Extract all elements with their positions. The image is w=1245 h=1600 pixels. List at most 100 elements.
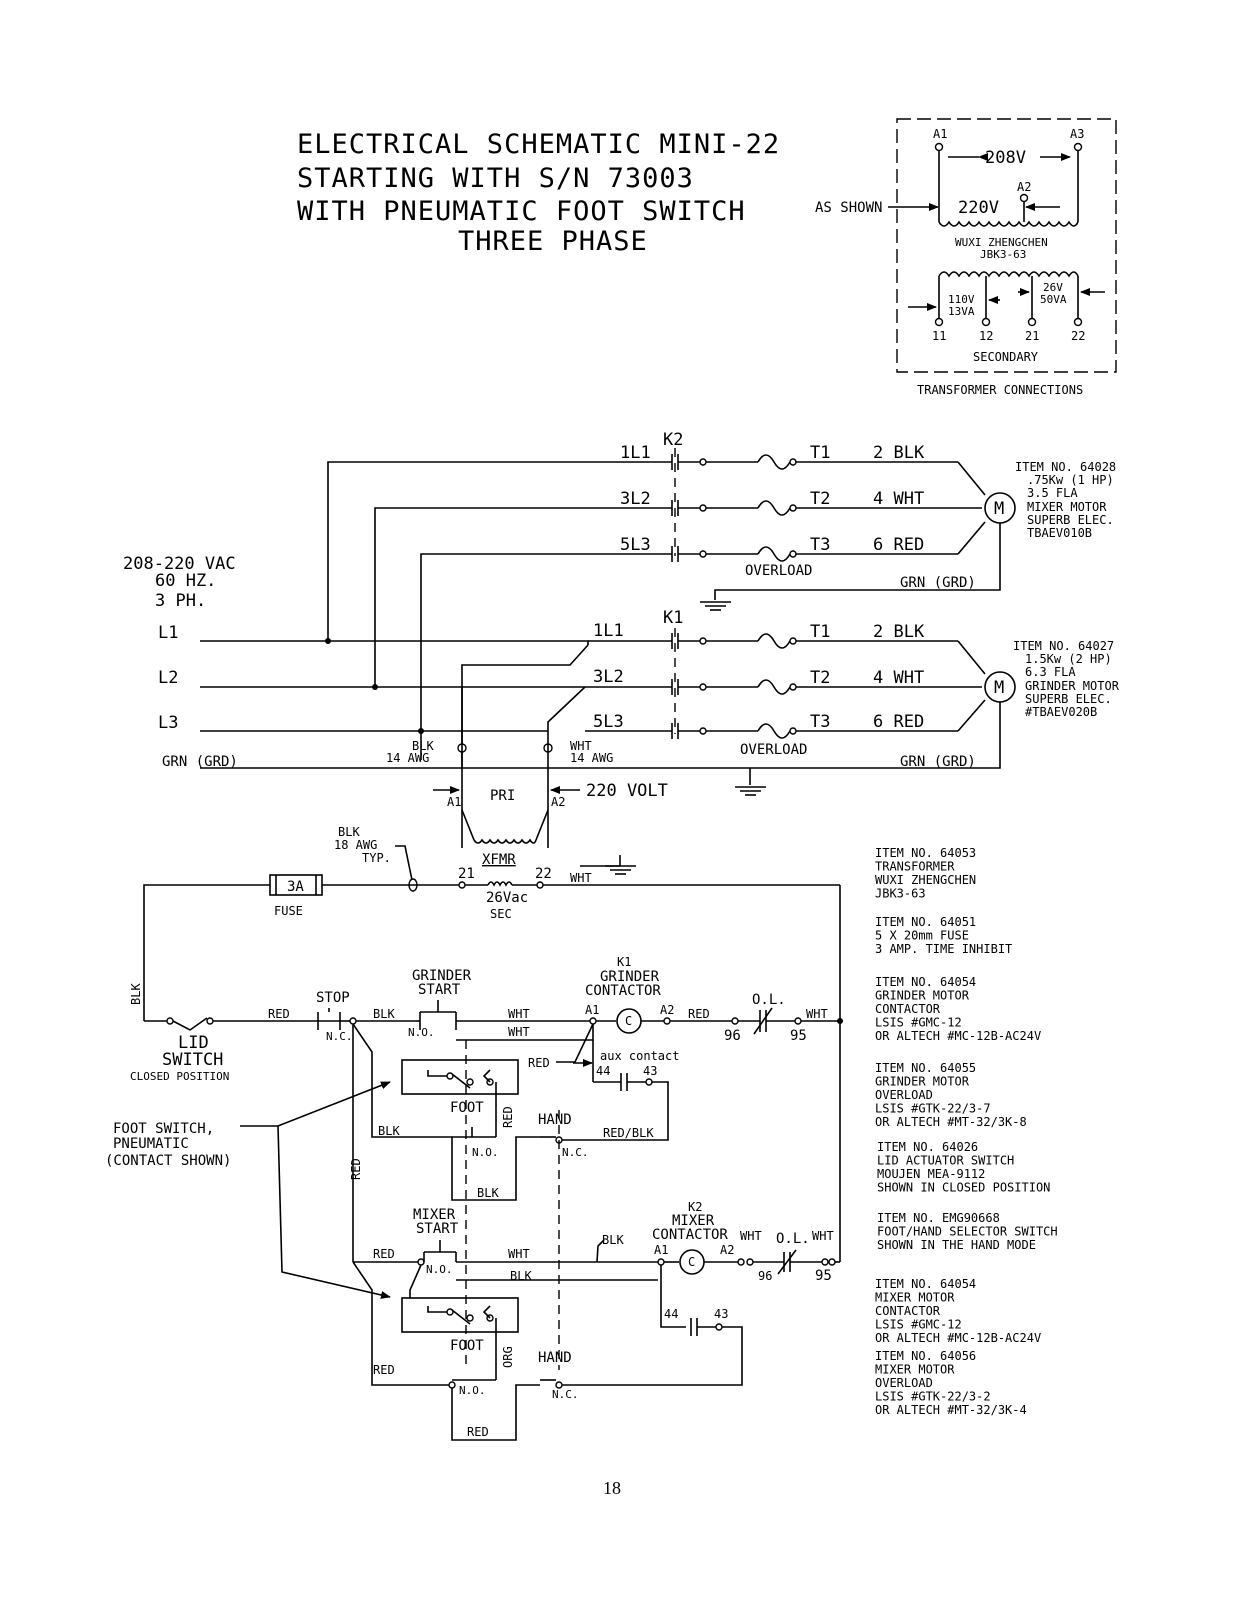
- ol1-slash: [753, 1007, 773, 1035]
- foot-switch-label-2: PNEUMATIC: [113, 1136, 189, 1152]
- ctl-blk-note: BLK: [338, 825, 360, 839]
- mfs-term-2: [466, 1314, 474, 1322]
- tb-a1: A1: [933, 127, 947, 141]
- mixer-t2: T2: [810, 489, 830, 509]
- item-note-3-line-1: GRINDER MOTOR: [875, 1075, 970, 1089]
- title-line-4: THREE PHASE: [458, 226, 648, 257]
- gfs-no: N.O.: [472, 1146, 499, 1159]
- item-note-6-line-0: ITEM NO. 64054: [875, 1277, 976, 1291]
- aux-43-term: [645, 1078, 653, 1086]
- hand-label-2: HAND: [538, 1350, 572, 1366]
- grinder-t3-lead: [957, 699, 986, 732]
- mfs-lead: [427, 1306, 447, 1313]
- overload-heater-2: [757, 500, 791, 516]
- stop-label: STOP: [316, 990, 350, 1006]
- rail-junction-1: [837, 1018, 843, 1024]
- main-power-wiring: [200, 461, 992, 769]
- aux-label: aux contact: [600, 1049, 679, 1063]
- mixer-phase-1l1: 1L1: [620, 443, 651, 463]
- mixer-t1: T1: [810, 443, 830, 463]
- gfs-blade: [451, 1073, 471, 1089]
- k1-coil-c: C: [625, 1014, 632, 1028]
- xfmr-right-taper: [535, 809, 549, 841]
- ol2-95-term: [821, 1258, 829, 1266]
- mixer-foot-switch-box: [401, 1297, 519, 1333]
- item-note-6-line-3: LSIS #GMC-12: [875, 1318, 962, 1332]
- mixer-power-circuit: K2 1L1 3L2 5L3 T1 T2: [615, 430, 1116, 611]
- k2-a2: A2: [720, 1243, 734, 1257]
- stop-blk: BLK: [373, 1007, 395, 1021]
- mfs-red-left: [371, 1298, 449, 1386]
- mixer-phase-5l3: 5L3: [620, 535, 651, 555]
- item-note-0-line-1: TRANSFORMER: [875, 860, 955, 874]
- ol-row1-term: [789, 458, 797, 466]
- k1-coil-label: K1: [617, 955, 631, 969]
- l3-mixer-feed: [420, 553, 615, 731]
- gfs-foot: FOOT: [450, 1100, 484, 1116]
- line-l2-label: L2: [158, 668, 178, 688]
- aux-red: RED: [528, 1056, 550, 1070]
- ms-wht: WHT: [508, 1247, 530, 1261]
- aux-43: 43: [643, 1064, 657, 1078]
- xfmr-a2-tap: [547, 686, 586, 731]
- grinder-phase-3l2: 3L2: [593, 667, 624, 687]
- ol1-label: O.L.: [752, 992, 786, 1008]
- tb-model: JBK3-63: [980, 248, 1026, 261]
- ol2-96-term: [746, 1258, 754, 1266]
- mixer-ground-label: GRN (GRD): [900, 575, 976, 591]
- lid-closed-label: CLOSED POSITION: [130, 1070, 229, 1083]
- tb-50va: 50VA: [1040, 293, 1067, 306]
- supply-phase: 3 PH.: [155, 591, 206, 611]
- k2-blk: BLK: [602, 1233, 624, 1247]
- overload-heater-3: [757, 546, 791, 562]
- hand2-term: [555, 1381, 563, 1389]
- k1-row1-term: [699, 637, 707, 645]
- mixer-t3: T3: [810, 535, 830, 555]
- aux-redblk: RED/BLK: [603, 1126, 654, 1140]
- item-note-0-line-2: WUXI ZHENGCHEN: [875, 873, 976, 887]
- grinder-t1: T1: [810, 622, 830, 642]
- grinder-maker: SUPERB ELEC.: [1025, 692, 1112, 706]
- k2-aux-44: 44: [664, 1307, 678, 1321]
- item-note-2-line-2: CONTACTOR: [875, 1002, 941, 1016]
- mfs-org: ORG: [501, 1346, 515, 1368]
- lid-term-right: [206, 1017, 214, 1025]
- mixer-ground-wire: [714, 523, 1001, 600]
- aux-red-lead: [556, 1023, 594, 1063]
- ctl-18awg: 18 AWG: [334, 838, 377, 852]
- grinder-name: GRINDER MOTOR: [1025, 679, 1120, 693]
- mfs-blade: [451, 1309, 471, 1325]
- mfs-red-bottom: [451, 1384, 540, 1441]
- ol2-slash: [777, 1249, 797, 1275]
- item-note-0-line-0: ITEM NO. 64053: [875, 846, 976, 860]
- gs-wht: WHT: [508, 1007, 530, 1021]
- l1-junction: [325, 638, 331, 644]
- item-note-0-line-3: JBK3-63: [875, 887, 926, 901]
- mfs-foot: FOOT: [450, 1338, 484, 1354]
- item-note-7-line-4: OR ALTECH #MT-32/3K-4: [875, 1403, 1027, 1417]
- xfmr-wht-awg: 14 AWG: [570, 751, 613, 765]
- ctl-red-vertical: RED: [349, 1158, 363, 1180]
- mixer-t3-lead: [957, 521, 986, 555]
- lid-switch-blade: [172, 1017, 208, 1031]
- k2-aux-43: 43: [714, 1307, 728, 1321]
- ol-row3-term: [789, 550, 797, 558]
- grinder-start-label1: GRINDER: [412, 968, 472, 984]
- k1-row3-term: [699, 727, 707, 735]
- k2-aux-43-term: [715, 1323, 723, 1331]
- k1-a1: A1: [585, 1003, 599, 1017]
- item-note-3-line-2: OVERLOAD: [875, 1088, 933, 1102]
- g-ol-row1-term: [789, 637, 797, 645]
- k2-a2-term: [737, 1258, 745, 1266]
- line-l3-label: L3: [158, 713, 178, 733]
- grinder-t2: T2: [810, 668, 830, 688]
- ctl-blk-3: BLK: [477, 1186, 499, 1200]
- supply-frequency: 60 HZ.: [155, 571, 216, 591]
- ms-in-term: [417, 1258, 425, 1266]
- k2-a1-term: [657, 1258, 665, 1266]
- ol-row2-term: [789, 504, 797, 512]
- title-line-1: ELECTRICAL SCHEMATIC MINI-22: [297, 129, 780, 160]
- control-circuit: BLK 18 AWG TYP. XFMR 3A FUSE 21 22 26Vac…: [105, 825, 843, 1441]
- mfs-red-lead: [352, 1261, 373, 1298]
